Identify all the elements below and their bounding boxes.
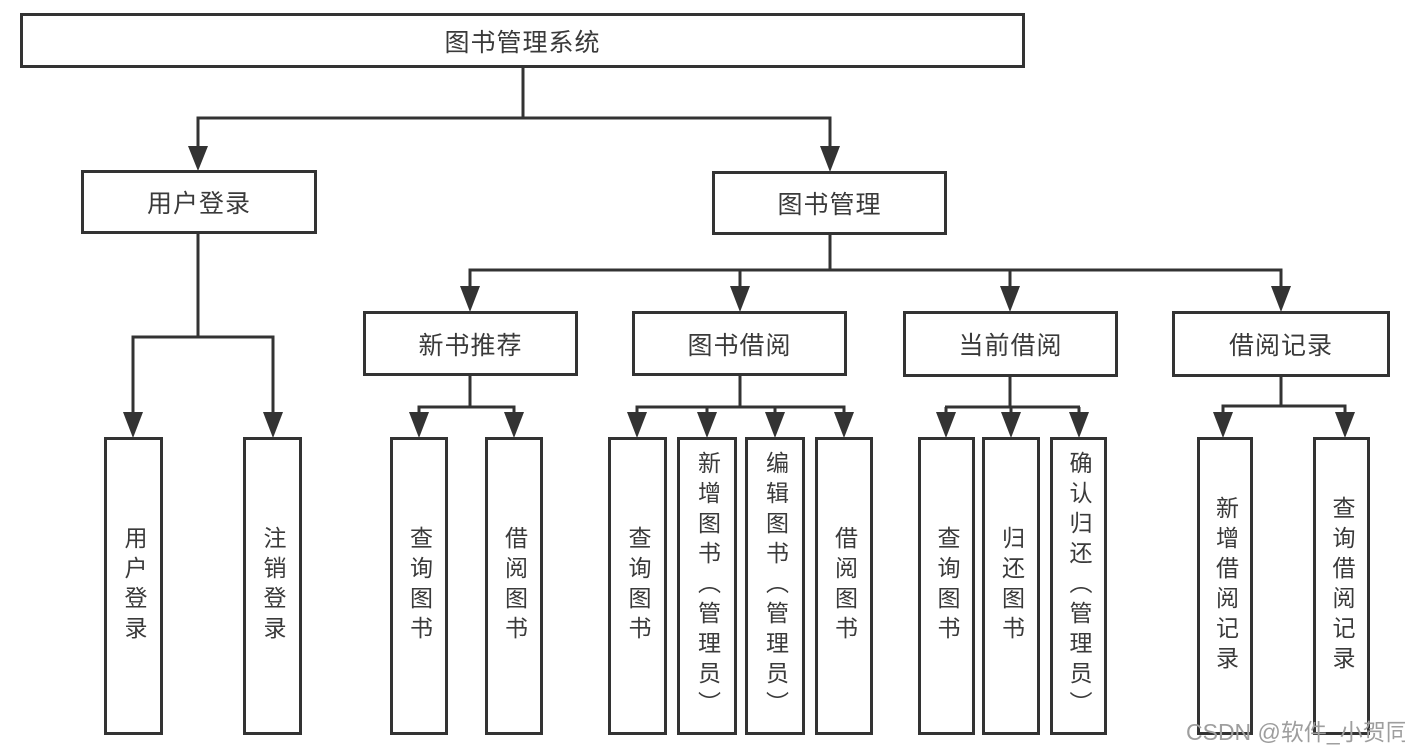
leaf-label: 借阅图书 xyxy=(831,526,858,646)
leaf-query-borrow-record: 查询借阅记录 xyxy=(1313,437,1370,735)
node-label: 图书管理系统 xyxy=(444,28,601,57)
leaf-label: 查询图书 xyxy=(406,526,433,646)
leaf-query-books-borrow: 查询图书 xyxy=(608,437,667,735)
node-borrow-records: 借阅记录 xyxy=(1172,311,1390,377)
branch-book-borrow xyxy=(627,376,854,438)
leaf-label: 借阅图书 xyxy=(501,526,528,646)
node-book-management: 图书管理 xyxy=(712,171,947,235)
leaf-label: 查询图书 xyxy=(934,526,960,646)
node-label: 当前借阅 xyxy=(958,332,1063,360)
branch-borrow-records xyxy=(1213,377,1355,438)
leaf-user-login: 用户登录 xyxy=(104,437,163,735)
leaf-query-books-current: 查询图书 xyxy=(918,437,975,735)
branch-new-book-recommend xyxy=(409,376,524,438)
leaf-borrow-books: 借阅图书 xyxy=(815,437,873,735)
leaf-label: 用户登录 xyxy=(121,526,147,646)
leaf-label: 新增图书（管理员） xyxy=(694,451,721,721)
node-library-management-system: 图书管理系统 xyxy=(20,13,1025,68)
csdn-watermark: CSDN @软件_小贺同学 xyxy=(1186,719,1405,745)
node-book-borrow: 图书借阅 xyxy=(632,311,847,376)
leaf-return-books: 归还图书 xyxy=(982,437,1040,735)
node-label: 新书推荐 xyxy=(418,331,523,360)
leaf-label: 注销登录 xyxy=(260,526,286,646)
leaf-label: 新增借阅记录 xyxy=(1212,496,1239,676)
leaf-add-books-admin: 新增图书（管理员） xyxy=(677,437,737,735)
branch-user-login xyxy=(123,234,283,438)
leaf-label: 查询借阅记录 xyxy=(1329,496,1355,676)
branch-book-management xyxy=(460,235,1291,312)
node-current-borrow: 当前借阅 xyxy=(903,311,1118,377)
branch-root xyxy=(188,67,840,172)
leaf-borrow-books-recommend: 借阅图书 xyxy=(485,437,543,735)
leaf-query-books-recommend: 查询图书 xyxy=(390,437,448,735)
leaf-edit-books-admin: 编辑图书（管理员） xyxy=(745,437,805,735)
node-label: 图书管理 xyxy=(777,191,882,219)
node-new-book-recommend: 新书推荐 xyxy=(363,311,578,376)
node-user-login: 用户登录 xyxy=(81,170,317,234)
node-label: 借阅记录 xyxy=(1228,332,1333,360)
leaf-label: 归还图书 xyxy=(998,526,1025,646)
leaf-add-borrow-record: 新增借阅记录 xyxy=(1197,437,1253,735)
node-label: 图书借阅 xyxy=(687,331,792,360)
leaf-confirm-return-admin: 确认归还（管理员） xyxy=(1050,437,1107,735)
leaf-label: 编辑图书（管理员） xyxy=(762,451,789,721)
leaf-label: 确认归还（管理员） xyxy=(1066,451,1092,721)
leaf-logout: 注销登录 xyxy=(243,437,302,735)
branch-current-borrow xyxy=(936,377,1089,438)
leaf-label: 查询图书 xyxy=(625,526,651,646)
node-label: 用户登录 xyxy=(146,190,251,218)
